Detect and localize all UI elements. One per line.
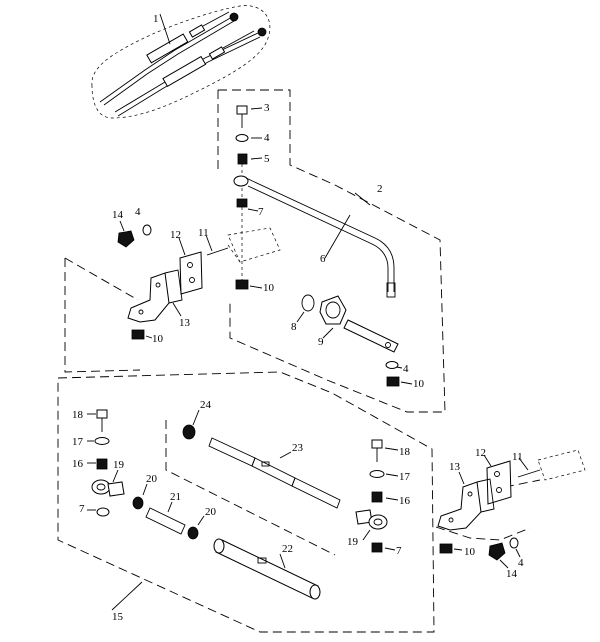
- callout-11: 11: [198, 227, 209, 239]
- callout-7: 7: [396, 545, 402, 557]
- callout-17: 17: [72, 436, 84, 448]
- callout-1: 1: [153, 13, 159, 25]
- callout-18: 18: [399, 446, 411, 458]
- callout-19: 19: [347, 536, 359, 548]
- callout-12: 12: [475, 447, 486, 459]
- callout-7: 7: [258, 206, 264, 218]
- callout-11: 11: [512, 451, 523, 463]
- callout-20: 20: [146, 473, 158, 485]
- callout-22: 22: [282, 543, 293, 555]
- callout-16: 16: [72, 458, 84, 470]
- cable-set: [91, 5, 271, 119]
- callout-13: 13: [179, 317, 191, 329]
- callout-6: 6: [320, 253, 326, 265]
- upper-linkage: [217, 89, 446, 413]
- callout-17: 17: [399, 471, 411, 483]
- callout-24: 24: [200, 399, 212, 411]
- callout-labels: 1 2 3 4 5 7 6 14 4 12 11 10 13 10 8 9 4 …: [72, 13, 524, 623]
- callout-7: 7: [79, 503, 85, 515]
- callout-10: 10: [263, 282, 275, 294]
- right-bracket: [435, 449, 586, 569]
- left-bracket: [64, 220, 281, 373]
- callout-20: 20: [205, 506, 217, 518]
- callout-18: 18: [72, 409, 84, 421]
- callout-2: 2: [377, 183, 383, 195]
- callout-5: 5: [264, 153, 270, 165]
- callout-10: 10: [152, 333, 164, 345]
- callout-4: 4: [518, 557, 524, 569]
- callout-23: 23: [292, 442, 304, 454]
- callout-19: 19: [113, 459, 125, 471]
- lower-linkage: [57, 371, 435, 633]
- callout-4: 4: [135, 206, 141, 218]
- callout-10: 10: [413, 378, 425, 390]
- callout-4: 4: [403, 363, 409, 375]
- callout-13: 13: [449, 461, 461, 473]
- callout-9: 9: [318, 336, 324, 348]
- callout-16: 16: [399, 495, 411, 507]
- callout-15: 15: [112, 611, 124, 623]
- callout-10: 10: [464, 546, 476, 558]
- callout-8: 8: [291, 321, 297, 333]
- callout-12: 12: [170, 229, 181, 241]
- callout-3: 3: [264, 102, 270, 114]
- callout-14: 14: [112, 209, 124, 221]
- callout-4: 4: [264, 132, 270, 144]
- callout-14: 14: [506, 568, 518, 580]
- callout-21: 21: [170, 491, 181, 503]
